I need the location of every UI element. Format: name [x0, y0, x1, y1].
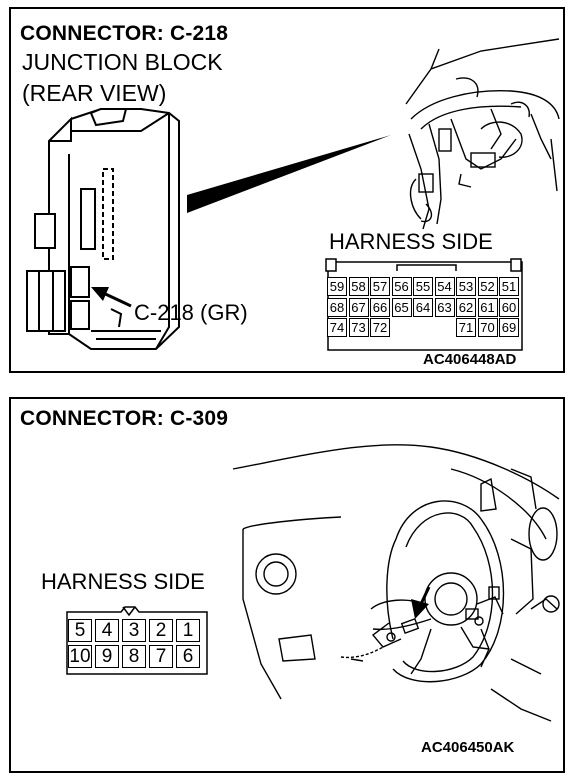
steering-wheel-illustration	[66, 444, 560, 722]
pin-cell: 1	[176, 619, 200, 642]
junction-block-illustration	[26, 38, 560, 351]
pin-cell: 72	[370, 318, 390, 337]
pin-cell: 52	[477, 277, 498, 296]
panel-title: CONNECTOR: C-309	[20, 407, 229, 430]
pin-cell: 6	[176, 645, 200, 668]
pin-cell: 59	[327, 277, 347, 296]
steering-column-sketch	[232, 444, 560, 722]
connector-housing-outline	[66, 606, 208, 675]
pin-cell: 8	[122, 645, 146, 668]
pin-cell: 10	[68, 645, 92, 668]
pin-cell: 53	[456, 277, 476, 296]
pin-cell: 56	[391, 277, 412, 296]
pin-cell: 9	[95, 645, 119, 668]
figure-code: AC406450AK	[421, 739, 515, 756]
pin-cell: 70	[477, 318, 498, 337]
pin-cell: 68	[327, 297, 347, 317]
pin-cell: 74	[327, 318, 347, 337]
pin-cell: 73	[348, 318, 369, 337]
pin-cell: 55	[413, 277, 433, 296]
connector-c218-panel: CONNECTOR: C-218 JUNCTION BLOCK (REAR VI…	[9, 7, 565, 373]
dashboard-location-sketch	[405, 38, 560, 230]
pin-cell: 65	[391, 297, 412, 317]
pin-cell: 7	[149, 645, 173, 668]
harness-side-label: HARNESS SIDE	[41, 569, 205, 594]
pin-cell: 60	[499, 297, 519, 317]
connector-c309-panel: CONNECTOR: C-309 HARNESS SIDE AC406450AK	[9, 397, 565, 773]
harness-side-label: HARNESS SIDE	[329, 229, 493, 254]
view-label: (REAR VIEW)	[22, 80, 167, 106]
connector-callout-label: C-218 (GR)	[134, 300, 248, 325]
component-name: JUNCTION BLOCK	[22, 49, 223, 75]
pin-cell: 54	[434, 277, 455, 296]
pin-cell: 64	[413, 297, 433, 317]
pin-cell: 58	[348, 277, 369, 296]
pin-cell: 61	[477, 297, 498, 317]
pin-cell: 69	[499, 318, 519, 337]
pin-cell: 4	[95, 619, 119, 642]
location-pointer	[187, 135, 391, 213]
pin-cell: 63	[434, 297, 455, 317]
pin-cell: 5	[68, 619, 92, 642]
pin-cell: 62	[456, 297, 476, 317]
callout-arrow	[411, 586, 431, 619]
figure-code: AC406448AD	[423, 351, 517, 368]
callout-arrow	[91, 287, 132, 308]
pin-cell: 66	[370, 297, 390, 317]
pin-cell: 3	[122, 619, 146, 642]
panel-title: CONNECTOR: C-218	[20, 22, 229, 45]
pin-cell: 2	[149, 619, 173, 642]
pin-cell: 71	[456, 318, 476, 337]
pin-cell: 67	[348, 297, 369, 317]
junction-block-drawing	[26, 108, 180, 350]
pin-cell: 57	[370, 277, 390, 296]
pin-cell: 51	[499, 277, 519, 296]
